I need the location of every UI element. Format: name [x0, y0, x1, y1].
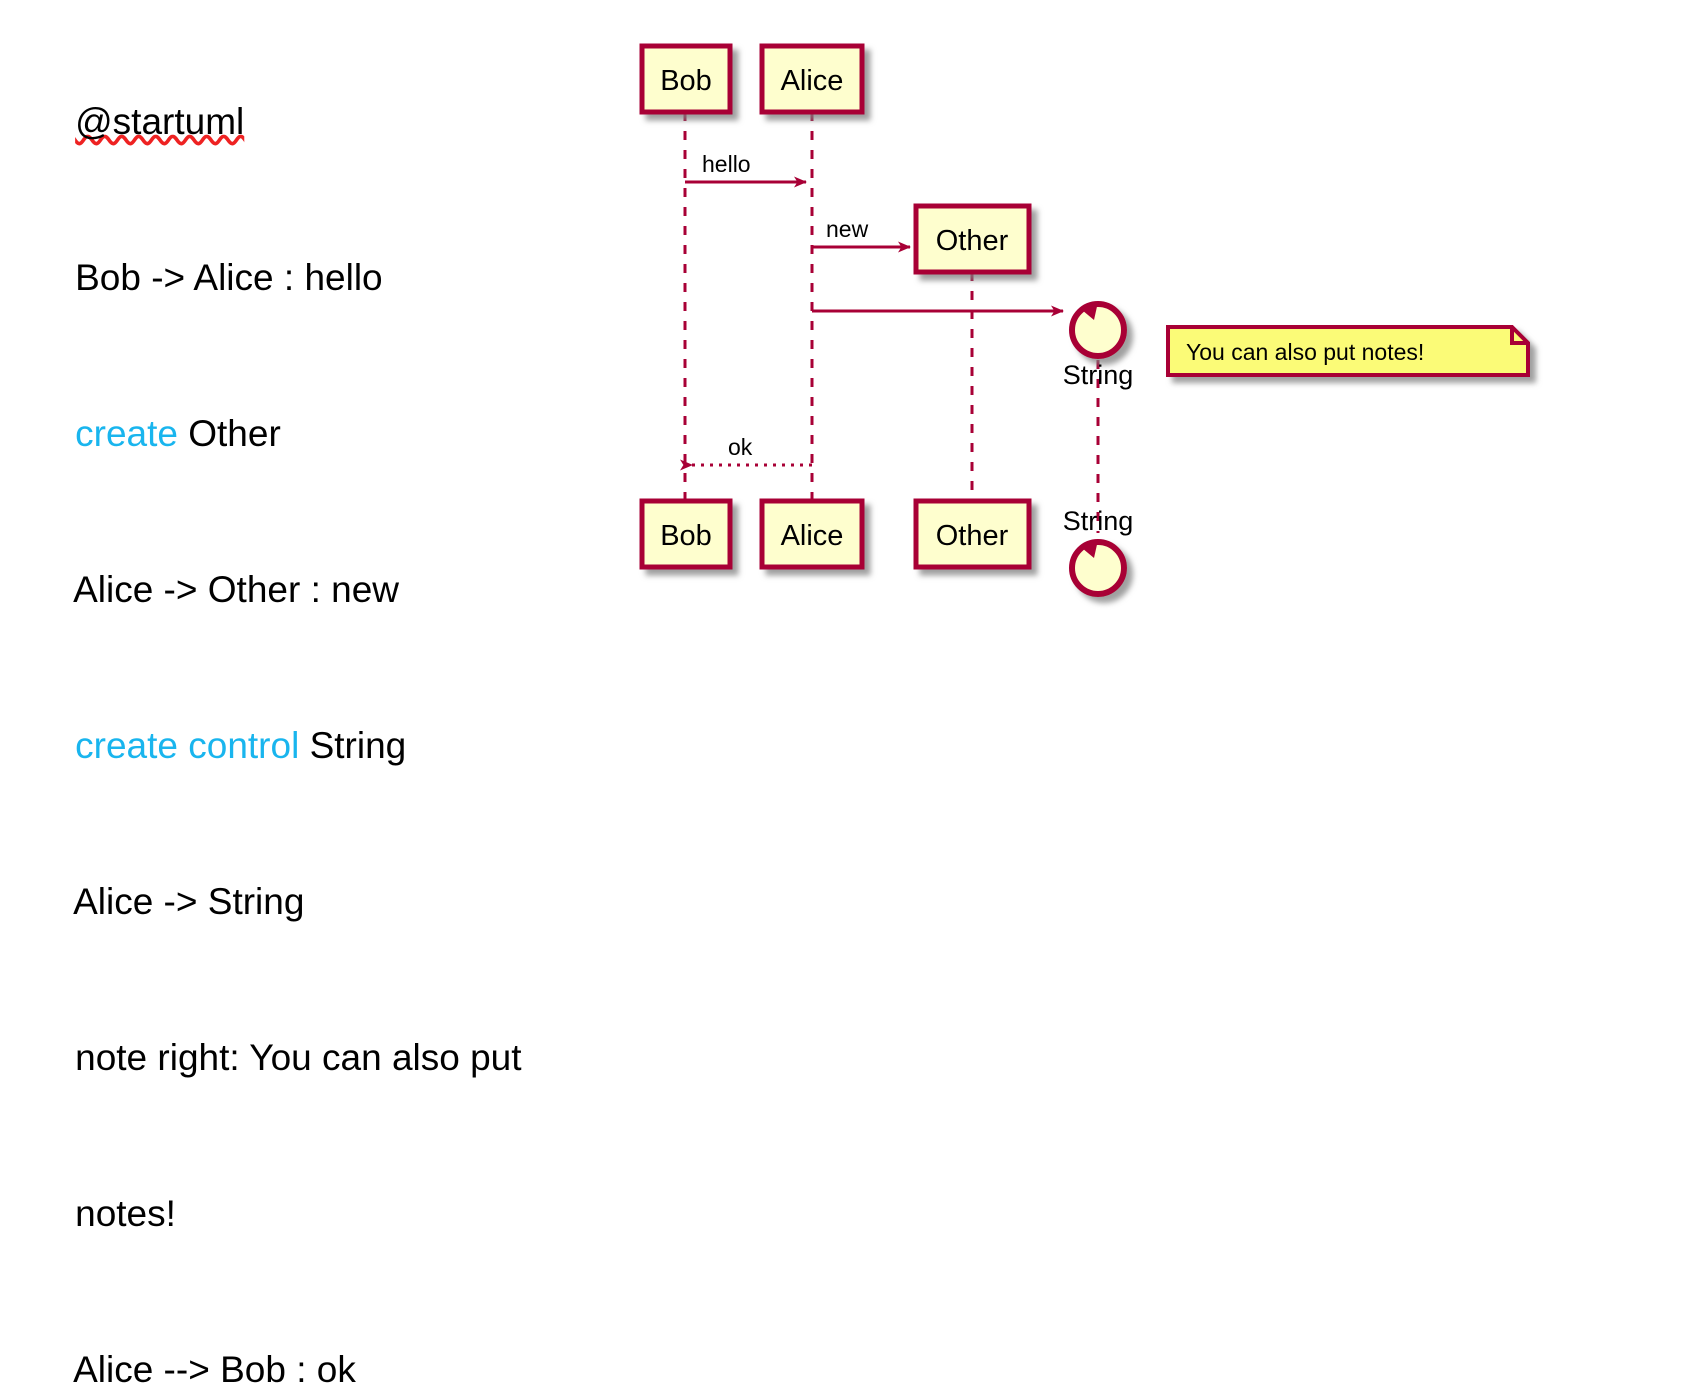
code-token: @startuml	[75, 101, 245, 142]
participant-box-bob-top[interactable]: Bob	[639, 43, 733, 115]
code-keyword: create control	[75, 725, 300, 766]
code-line: create Other	[34, 356, 614, 512]
participant-box-other-top-rect	[913, 203, 1032, 275]
code-line: note right: You can also put	[34, 980, 614, 1136]
message-ok[interactable]: ok	[680, 434, 812, 471]
control-string-bottom-label: String	[1063, 506, 1134, 536]
message-ok-label: ok	[728, 434, 753, 460]
participant-box-other-top[interactable]: Other	[913, 203, 1032, 275]
sequence-diagram: hello new Bob : ok (dotted, leftward) ==…	[620, 0, 1688, 692]
code-line: Alice -> Other : new	[34, 512, 614, 668]
code-line: create control String	[34, 668, 614, 824]
plantuml-source-code: @startuml Bob -> Alice : hello create Ot…	[34, 44, 614, 1384]
participant-box-other-bottom-label: Other	[936, 520, 1009, 552]
participant-box-bob-top-label: Bob	[660, 65, 712, 97]
participant-box-alice-top-label: Alice	[781, 65, 844, 97]
control-string-top-arrow-icon	[1082, 302, 1098, 320]
code-token: String	[299, 725, 407, 766]
code-token: note right: You can also put	[75, 1037, 522, 1078]
participant-box-other-top-label: Other	[936, 225, 1009, 257]
participant-box-alice-top-rect	[759, 43, 865, 115]
control-string-top-circle	[1069, 301, 1127, 359]
participant-box-other-bottom[interactable]: Other	[913, 498, 1032, 570]
code-token: Alice --> Bob : ok	[73, 1349, 356, 1384]
code-token: Bob -> Alice : hello	[75, 257, 383, 298]
control-string-top-label: String	[1063, 360, 1134, 390]
participant-box-alice-bottom[interactable]: Alice	[759, 498, 865, 570]
code-token: Alice -> Other : new	[73, 569, 400, 610]
note-text: You can also put notes!	[1186, 339, 1424, 365]
note-fold-corner-icon	[1510, 327, 1528, 345]
participant-box-bob-bottom-rect	[639, 498, 733, 570]
note-body	[1166, 325, 1530, 377]
code-line: Bob -> Alice : hello	[34, 200, 614, 356]
code-token: notes!	[75, 1193, 176, 1234]
participant-box-alice-top[interactable]: Alice	[759, 43, 865, 115]
code-token: Other	[177, 413, 281, 454]
participant-box-alice-bottom-rect	[759, 498, 865, 570]
control-string-bottom-circle	[1069, 539, 1127, 597]
code-token: Alice -> String	[73, 881, 305, 922]
participant-box-bob-bottom-label: Bob	[660, 520, 712, 552]
participant-box-other-bottom-rect	[913, 498, 1032, 570]
message-hello-label: hello	[702, 151, 751, 177]
note-you-can-also-put-notes[interactable]: You can also put notes!	[1166, 325, 1530, 377]
control-string-bottom[interactable]: String	[1063, 506, 1134, 597]
control-string-top[interactable]: String	[1063, 301, 1134, 390]
control-string-bottom-arrow-icon	[1082, 540, 1098, 558]
code-line: @startuml	[34, 44, 614, 200]
participant-box-bob-bottom[interactable]: Bob	[639, 498, 733, 570]
participant-box-alice-bottom-label: Alice	[781, 520, 844, 552]
message-hello[interactable]: hello	[685, 151, 807, 188]
code-line: Alice -> String	[34, 824, 614, 980]
message-new-label: new	[826, 216, 869, 242]
message-new[interactable]: new	[812, 216, 911, 253]
code-line: Alice --> Bob : ok	[34, 1292, 614, 1384]
code-keyword: create	[75, 413, 178, 454]
participant-box-bob-top-rect	[639, 43, 733, 115]
code-line: notes!	[34, 1136, 614, 1292]
